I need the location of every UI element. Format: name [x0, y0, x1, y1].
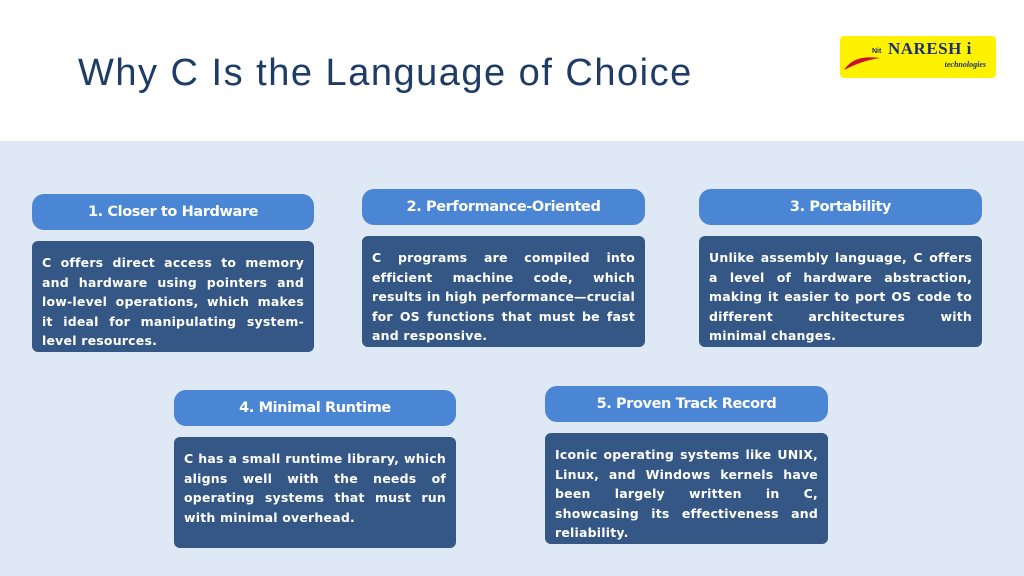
logo-tagline: technologies — [944, 60, 986, 69]
reason-3-body: Unlike assembly language, C offers a lev… — [699, 236, 982, 347]
reason-5-heading: 5. Proven Track Record — [545, 386, 828, 422]
reason-2-body: C programs are compiled into efficient m… — [362, 236, 645, 347]
naresh-technologies-logo: Nit NARESH i technologies — [840, 36, 996, 78]
swoosh-icon — [844, 57, 880, 70]
reason-2-heading: 2. Performance-Oriented — [362, 189, 645, 225]
reason-1-body: C offers direct access to memory and har… — [32, 241, 314, 352]
logo-brand: NARESH i — [888, 39, 972, 58]
reason-1-heading: 1. Closer to Hardware — [32, 194, 314, 230]
reason-3-heading: 3. Portability — [699, 189, 982, 225]
reason-4-body: C has a small runtime library, which ali… — [174, 437, 456, 548]
reason-5-body: Iconic operating systems like UNIX, Linu… — [545, 433, 828, 544]
reason-4-heading: 4. Minimal Runtime — [174, 390, 456, 426]
slide-title: Why C Is the Language of Choice — [78, 52, 693, 94]
logo-prefix: Nit — [872, 48, 882, 55]
